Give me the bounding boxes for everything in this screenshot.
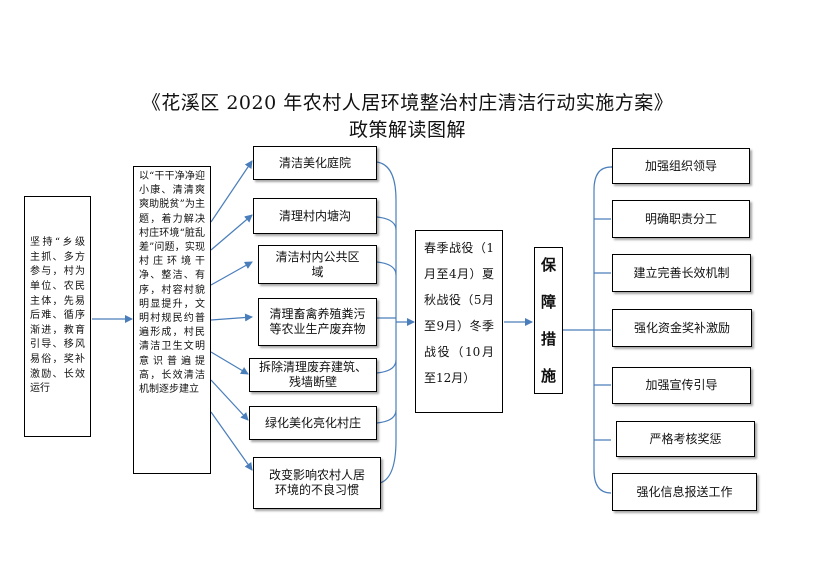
guarantee-char-4: 施: [540, 366, 556, 385]
measure-box-6: 严格考核奖惩: [616, 421, 755, 457]
task-box-4: 清理畜禽养殖粪污等农业生产废弃物: [258, 298, 377, 346]
task-box-3: 清洁村内公共区域: [258, 245, 377, 284]
task-box-5: 拆除清理废弃建筑、残墙断壁: [249, 358, 377, 392]
task-box-7: 改变影响农村人居环境的不良习惯: [253, 457, 381, 509]
measure-box-5: 加强宣传引导: [612, 367, 751, 404]
measure-box-2: 明确职责分工: [612, 200, 750, 238]
measure-box-1: 加强组织领导: [612, 148, 750, 184]
campaign-phases-box: 春季战役（1月至4月）夏秋战役（5月至9月）冬季战役（10月至12月）: [415, 230, 503, 413]
guarantee-char-3: 措: [540, 329, 556, 348]
task-box-2: 清理村内塘沟: [253, 198, 377, 234]
goals-box: 以“干干净净迎小康、清清爽爽助脱贫”为主题，着力解决村庄环境“脏乱差”问题，实现…: [133, 166, 211, 474]
guarantee-char-1: 保: [540, 255, 556, 274]
diagram-subtitle: 政策解读图解: [348, 119, 466, 141]
task-box-6: 绿化美化亮化村庄: [249, 406, 377, 440]
measure-box-3: 建立完善长效机制: [612, 254, 751, 292]
principles-box: 坚持“乡级主抓、多方参与，村为单位、农民主体，先易后难、循序渐进，教育引导、移风…: [24, 196, 91, 437]
task-box-1: 清洁美化庭院: [253, 146, 377, 180]
guarantee-measures-label: 保 障 措 施: [534, 247, 563, 394]
guarantee-char-2: 障: [540, 292, 556, 311]
diagram-title: 《花溪区 2020 年农村人居环境整治村庄清洁行动实施方案》: [141, 92, 674, 114]
measure-box-7: 强化信息报送工作: [612, 473, 757, 511]
measure-box-4: 强化资金奖补激励: [612, 309, 752, 347]
